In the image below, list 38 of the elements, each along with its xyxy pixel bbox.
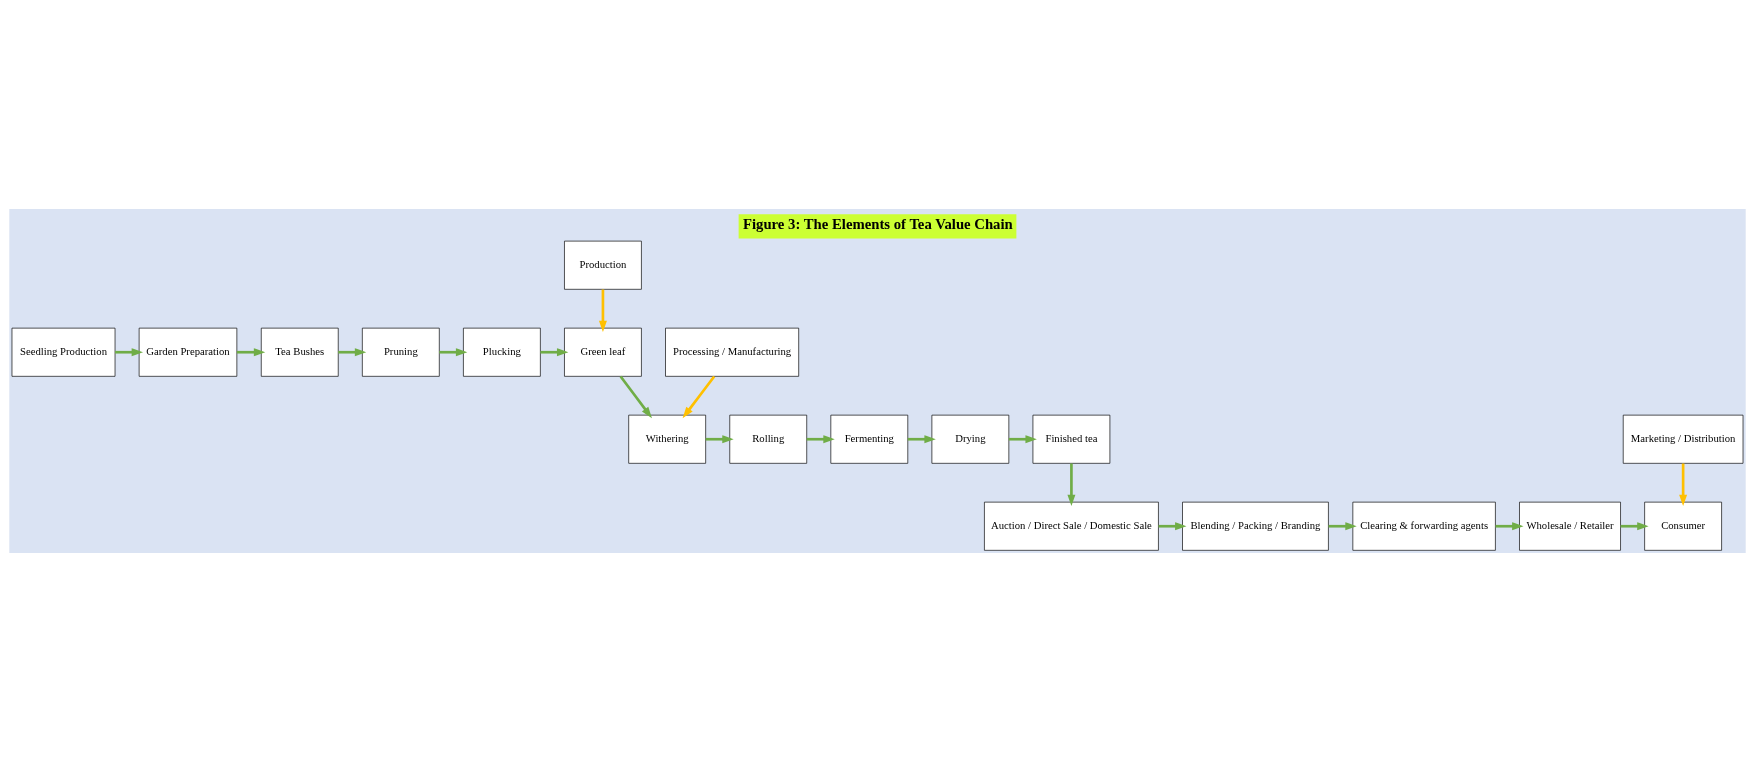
diagram-title: Figure 3: The Elements of Tea Value Chain (742, 215, 1013, 232)
node-box: Drying (931, 414, 1010, 464)
arrow (540, 347, 569, 356)
node-box: Fermenting (830, 414, 909, 464)
arrow (705, 434, 734, 443)
arrow (1620, 521, 1649, 530)
node-box: Tea Bushes (260, 327, 339, 377)
node-box: Consumer (1644, 501, 1722, 551)
arrow (115, 347, 144, 356)
node-box: Wholesale / Retailer (1519, 501, 1621, 551)
arrow (907, 434, 936, 443)
node-box: Marketing / Distribution (1622, 414, 1744, 464)
arrow (1067, 463, 1076, 506)
arrow (598, 289, 607, 332)
arrow (1679, 463, 1688, 506)
arrow (1008, 434, 1037, 443)
node-box: Clearing & forwarding agents (1352, 501, 1496, 551)
node-box: Seedling Production (11, 327, 116, 377)
arrow (338, 347, 367, 356)
node-box: Pruning (362, 327, 440, 377)
node-box: Plucking (463, 327, 541, 377)
node-box: Finished tea (1032, 414, 1111, 464)
node-box: Blending / Packing / Branding (1182, 501, 1329, 551)
arrow (619, 375, 652, 418)
arrow (1495, 521, 1524, 530)
arrow (1158, 521, 1187, 530)
arrow (439, 347, 468, 356)
arrow (1328, 521, 1357, 530)
node-box: Processing / Manufacturing (665, 327, 800, 377)
node-box: Auction / Direct Sale / Domestic Sale (984, 501, 1159, 551)
arrow (806, 434, 835, 443)
arrow (236, 347, 266, 356)
node-box: Rolling (729, 414, 808, 464)
node-box: Green leaf (564, 327, 642, 377)
node-box: Withering (628, 414, 706, 464)
node-box: Production (564, 240, 642, 290)
node-box: Garden Preparation (138, 327, 238, 377)
arrow (682, 375, 716, 418)
